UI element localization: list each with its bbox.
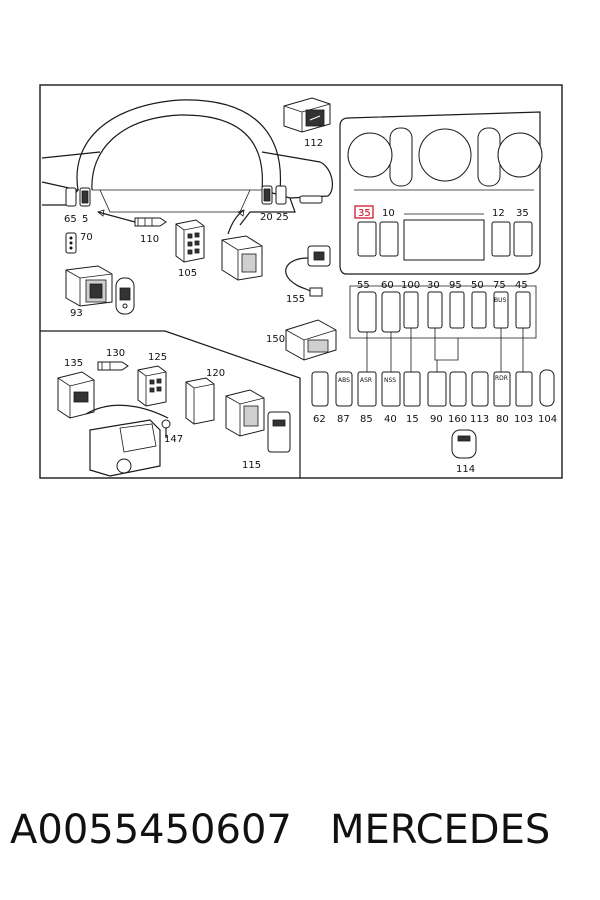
callout-103: 103 xyxy=(514,414,533,425)
callout-135: 135 xyxy=(64,358,83,369)
callout-155: 155 xyxy=(286,294,305,305)
callout-104: 104 xyxy=(538,414,557,425)
switch-symbol-nss: NSS xyxy=(384,377,396,384)
part-93 xyxy=(65,265,135,315)
callout-35: 35 xyxy=(516,208,529,219)
dashboard-switch-row xyxy=(349,285,537,339)
callout-160: 160 xyxy=(448,414,467,425)
callout-113: 113 xyxy=(470,414,489,425)
part-114 xyxy=(451,429,477,459)
part-125 xyxy=(137,365,167,407)
callout-125: 125 xyxy=(148,352,167,363)
switch-symbol-bus: BUS xyxy=(494,297,507,304)
callout-130: 130 xyxy=(106,348,125,359)
part-112 xyxy=(283,97,331,133)
callout-50: 50 xyxy=(471,280,484,291)
callout-70: 70 xyxy=(80,232,93,243)
callout-60: 60 xyxy=(381,280,394,291)
callout-100: 100 xyxy=(401,280,420,291)
callout-93: 93 xyxy=(70,308,83,319)
lower-left-panel-frame xyxy=(40,330,301,478)
part-70 xyxy=(65,232,77,254)
callout-85: 85 xyxy=(360,414,373,425)
callout-147: 147 xyxy=(164,434,183,445)
rocker-switch-body xyxy=(221,235,263,281)
callout-90: 90 xyxy=(430,414,443,425)
callout-35-highlighted: 35 xyxy=(358,208,371,219)
switch-symbol-asr: ASR xyxy=(360,377,372,384)
highlight-box-35 xyxy=(354,205,374,219)
part-150 xyxy=(285,319,337,361)
callout-112: 112 xyxy=(304,138,323,149)
callout-55: 55 xyxy=(357,280,370,291)
part-147 xyxy=(161,419,171,438)
leader-lines xyxy=(366,328,524,372)
callout-95: 95 xyxy=(449,280,462,291)
callout-87: 87 xyxy=(337,414,350,425)
callout-25: 25 xyxy=(276,212,289,223)
part-115 xyxy=(267,411,291,453)
callout-12: 12 xyxy=(492,208,505,219)
callout-45: 45 xyxy=(515,280,528,291)
parts-diagram: 65 5 20 25 70 110 105 93 xyxy=(39,84,563,479)
callout-80: 80 xyxy=(496,414,509,425)
lower-rocker-switch xyxy=(225,389,265,437)
part-110 xyxy=(134,217,167,227)
callout-30: 30 xyxy=(427,280,440,291)
callout-20: 20 xyxy=(260,212,273,223)
brand-name: MERCEDES xyxy=(330,807,551,853)
switch-symbol-rdr: RDR xyxy=(495,375,508,382)
product-caption: A0055450607 MERCEDES xyxy=(10,800,590,860)
callout-5: 5 xyxy=(82,214,88,225)
switch-row xyxy=(311,369,555,407)
callout-115: 115 xyxy=(242,460,261,471)
callout-150: 150 xyxy=(266,334,285,345)
callout-10: 10 xyxy=(382,208,395,219)
part-155 xyxy=(285,245,331,297)
callout-40: 40 xyxy=(384,414,397,425)
part-120 xyxy=(185,377,215,425)
part-130 xyxy=(97,361,129,371)
callout-15: 15 xyxy=(406,414,419,425)
cluster-switches xyxy=(65,185,287,207)
truck-cab xyxy=(85,404,169,477)
callout-105: 105 xyxy=(178,268,197,279)
callout-114: 114 xyxy=(456,464,475,475)
dashboard-panel xyxy=(339,111,543,275)
caption-gap xyxy=(292,807,330,853)
callout-62: 62 xyxy=(313,414,326,425)
callout-110: 110 xyxy=(140,234,159,245)
instrument-cluster xyxy=(41,99,334,226)
part-number: A0055450607 xyxy=(10,807,292,853)
callout-120: 120 xyxy=(206,368,225,379)
callout-65: 65 xyxy=(64,214,77,225)
part-105 xyxy=(175,219,205,263)
switch-symbol-abs: ABS xyxy=(338,377,350,384)
callout-75: 75 xyxy=(493,280,506,291)
part-135 xyxy=(57,371,95,419)
